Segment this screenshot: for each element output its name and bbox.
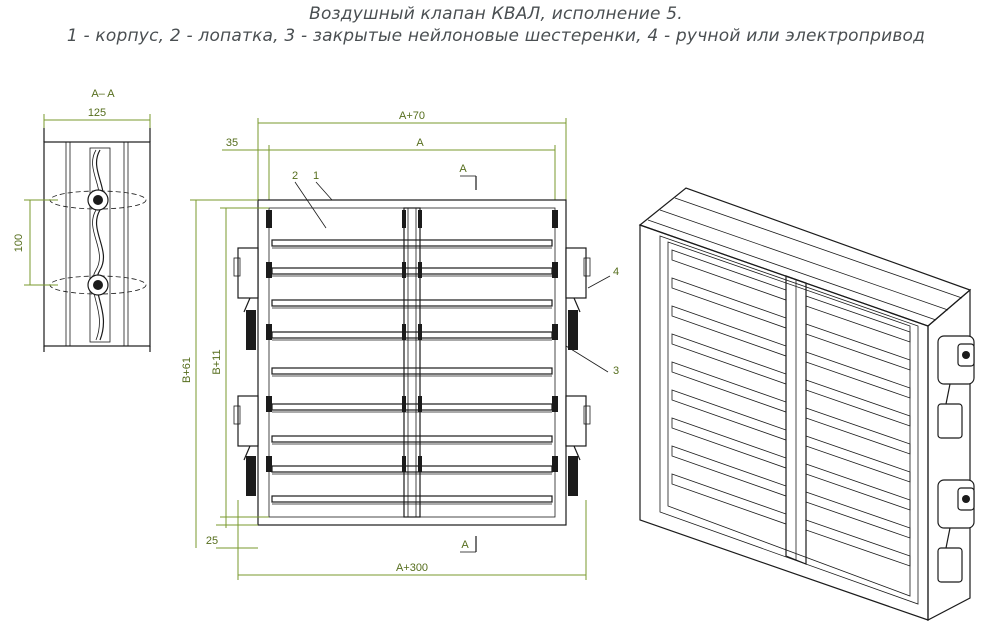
center-post <box>403 207 421 518</box>
blade <box>271 299 553 309</box>
callout-1: 1 <box>313 170 319 182</box>
iso-actuator-lower <box>937 479 975 583</box>
blade <box>271 403 553 413</box>
blade <box>271 367 553 377</box>
blade <box>271 331 553 341</box>
section-body <box>43 141 151 347</box>
title-line-2: 1 - корпус, 2 - лопатка, 3 - закрытые не… <box>66 26 926 46</box>
dim-text-a70: A+70 <box>399 110 425 122</box>
iso-blades <box>671 249 911 567</box>
actuator-right-lower <box>565 395 591 496</box>
blade-brackets <box>266 210 558 472</box>
front-view: A+70 A 35 A 1 2 <box>181 110 619 580</box>
section-view: A– A 125 100 <box>13 88 151 352</box>
section-blade-lower <box>49 274 147 296</box>
dim-text-a300: A+300 <box>396 562 428 574</box>
front-frame <box>257 199 567 526</box>
section-label: A– A <box>91 88 115 100</box>
actuator-right-upper <box>565 247 591 350</box>
dim-text-25: 25 <box>206 535 218 547</box>
blade <box>271 435 553 445</box>
blade <box>271 495 553 505</box>
callout-4: 4 <box>613 266 619 278</box>
section-mark-top: A <box>459 163 467 175</box>
front-blades <box>271 239 553 505</box>
iso-frame-side <box>927 288 971 621</box>
dim-text-a: A <box>416 137 424 149</box>
callout-3: 3 <box>613 365 619 377</box>
dim-text-125: 125 <box>88 107 106 119</box>
section-mark-bottom: A <box>461 539 469 551</box>
blade <box>271 239 553 249</box>
actuator-left-upper <box>233 247 259 350</box>
dim-text-b11: B+11 <box>211 349 223 374</box>
dim-text-b61: B+61 <box>181 357 193 383</box>
blade <box>271 267 553 277</box>
actuator-left-lower <box>233 395 259 496</box>
dim-text-35: 35 <box>226 137 238 149</box>
iso-actuator-upper <box>937 335 975 439</box>
blade <box>271 465 553 475</box>
isometric-view <box>638 187 975 621</box>
title-line-1: Воздушный клапан КВАЛ, исполнение 5. <box>309 4 683 24</box>
callout-2: 2 <box>292 170 298 182</box>
dim-text-100: 100 <box>13 234 25 252</box>
section-blade-upper <box>49 189 147 211</box>
